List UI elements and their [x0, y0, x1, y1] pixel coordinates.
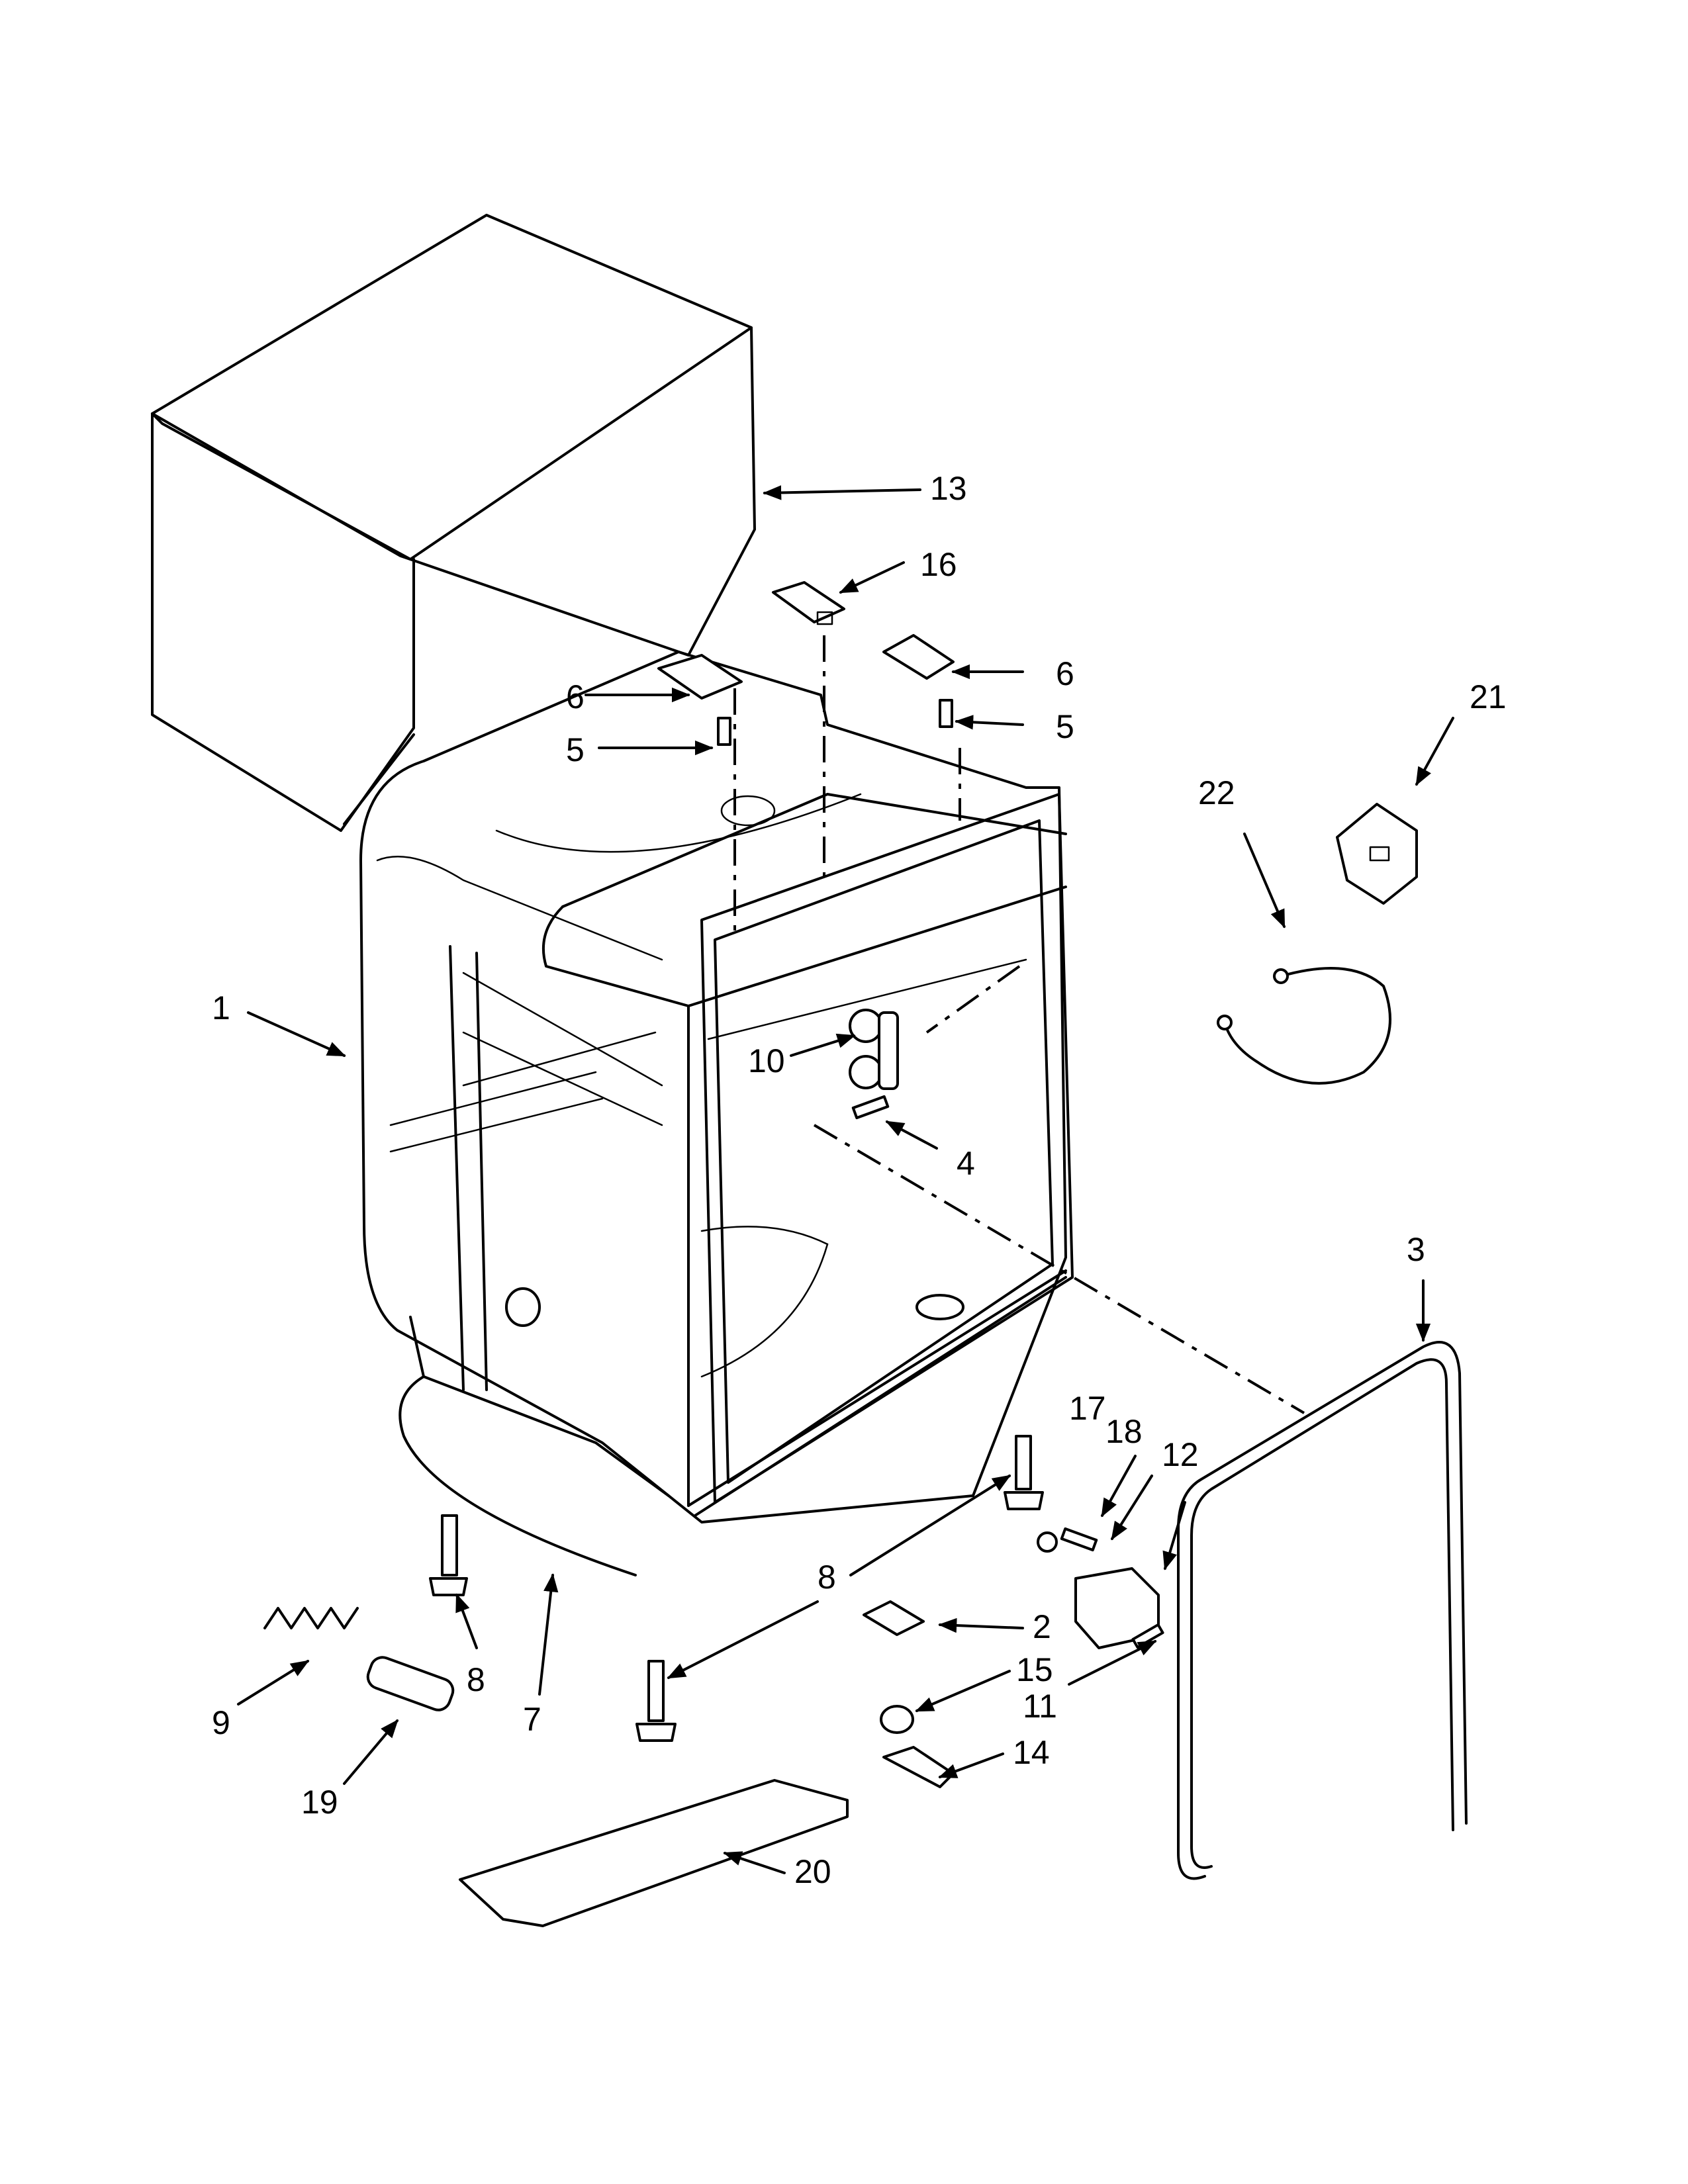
part-5-screw-left — [717, 717, 731, 746]
leader-arrows — [237, 485, 1454, 1874]
alignment-lines — [733, 635, 1305, 1414]
callout-16: 16 — [920, 546, 957, 583]
callout-20: 20 — [794, 1853, 831, 1890]
callout-2: 2 — [1033, 1608, 1051, 1645]
callout-8-center: 8 — [818, 1559, 836, 1596]
callout-15: 15 — [1016, 1651, 1053, 1688]
callout-14: 14 — [1013, 1734, 1050, 1771]
part-20-panel — [459, 1779, 849, 1927]
callout-1: 1 — [212, 989, 230, 1026]
part-3-door-gasket — [1177, 1341, 1468, 1880]
callout-19: 19 — [301, 1784, 338, 1821]
part-15-sensor — [880, 1705, 914, 1734]
callout-7: 7 — [523, 1701, 541, 1738]
callout-18: 18 — [1105, 1413, 1143, 1450]
part-8-leg-left — [429, 1514, 468, 1596]
callout-9: 9 — [212, 1704, 230, 1741]
callout-17: 17 — [1069, 1390, 1106, 1427]
callout-21: 21 — [1470, 678, 1507, 715]
callout-13: 13 — [930, 470, 967, 507]
callout-6-right: 6 — [1056, 655, 1074, 692]
part-16-clip — [772, 581, 845, 625]
part-19-cap — [366, 1656, 455, 1711]
callout-5-right: 5 — [1056, 708, 1074, 745]
part-22-wire-harness — [1217, 967, 1391, 1085]
callout-4: 4 — [957, 1145, 975, 1182]
part-6-bracket-right — [882, 634, 955, 680]
part-14-bracket — [882, 1746, 955, 1788]
callout-10: 10 — [748, 1042, 785, 1079]
part-18-bolt — [1060, 1527, 1098, 1552]
part-21-bracket — [1336, 803, 1418, 905]
part-8-leg-center — [635, 1660, 677, 1742]
callout-12: 12 — [1162, 1436, 1199, 1473]
callouts: 13 16 6 5 6 5 21 22 10 4 1 3 17 18 12 8 … — [212, 470, 1507, 1890]
part-10-grommets — [849, 1009, 899, 1090]
part-8-leg-right — [1004, 1435, 1044, 1510]
cover-blanket-part — [151, 214, 756, 832]
tub-assembly — [359, 651, 1074, 1524]
part-9-spring — [263, 1607, 359, 1629]
part-6-bracket-left — [657, 654, 743, 700]
callout-5-left: 5 — [566, 731, 585, 768]
part-7-base — [399, 1375, 637, 1576]
callout-11: 11 — [1023, 1688, 1057, 1725]
part-4-screw — [851, 1095, 890, 1120]
callout-22: 22 — [1198, 774, 1235, 811]
part-2-pad — [863, 1600, 925, 1636]
callout-8-left: 8 — [467, 1661, 485, 1698]
part-5-screw-right — [939, 699, 953, 728]
callout-3: 3 — [1407, 1231, 1425, 1268]
callout-6-left: 6 — [566, 678, 585, 715]
part-17-washer — [1037, 1531, 1058, 1553]
